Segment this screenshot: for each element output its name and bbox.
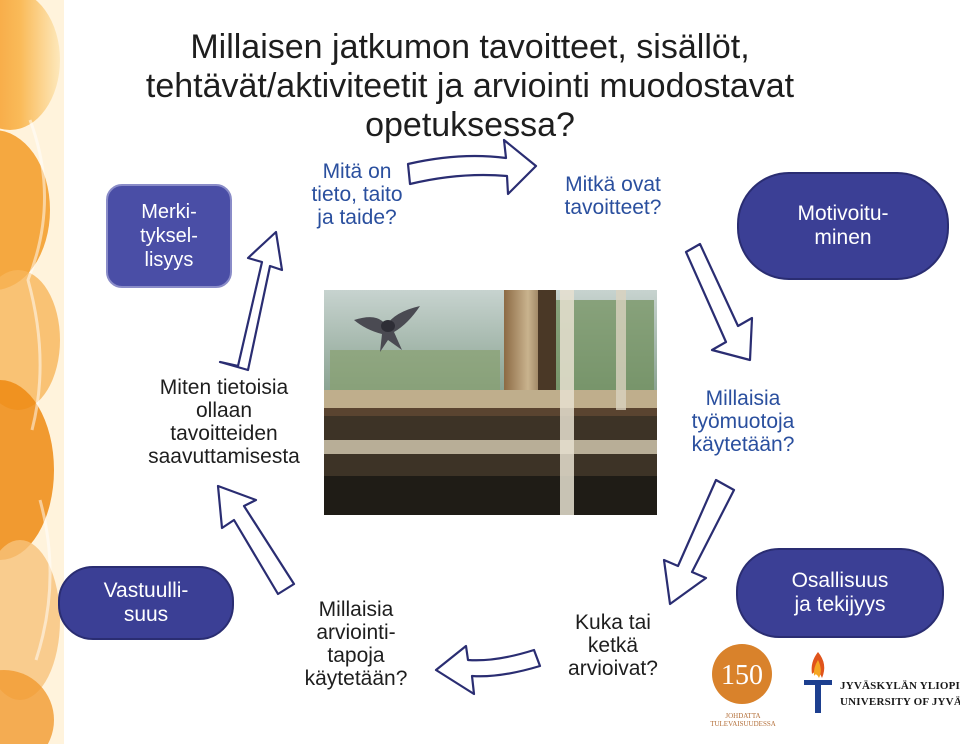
- question-arviointitavat: Millaisia arviointi- tapoja käytetään?: [288, 598, 424, 690]
- anniversary-logo: 150: [702, 642, 782, 738]
- window-bird-photo: [324, 290, 657, 515]
- pill-vastuullisuus: Vastuulli- suus: [58, 566, 234, 640]
- question-arviointitavat-line-2: arviointi-: [316, 621, 396, 644]
- arrow-top-right: [406, 138, 538, 196]
- question-tieto-line-2: tieto, taito: [311, 183, 403, 206]
- anniversary-number: 150: [721, 660, 763, 691]
- page-title: Millaisen jatkumon tavoitteet, sisällöt,…: [145, 28, 795, 144]
- decorative-flower-strip: [0, 0, 64, 744]
- question-tietoisuus-line-3: tavoitteiden: [170, 422, 278, 445]
- question-tietoisuus: Miten tietoisia ollaan tavoitteiden saav…: [126, 376, 322, 468]
- question-tavoitteet-line-2: tavoitteet?: [564, 196, 662, 219]
- arrow-lower-left: [216, 484, 296, 596]
- university-name-en: UNIVERSITY OF JYVÄSKYLÄ: [840, 696, 960, 708]
- arrow-right-down: [684, 242, 754, 362]
- question-tietoisuus-line-1: Miten tietoisia: [159, 376, 289, 399]
- question-tieto-line-3: ja taide?: [317, 206, 397, 229]
- arrow-bottom-left: [434, 644, 542, 696]
- question-arviointitavat-line-3: tapoja: [327, 644, 385, 667]
- university-name-fi: JYVÄSKYLÄN YLIOPISTO: [840, 680, 960, 692]
- question-tyomuodot-line-2: työmuotoja: [691, 410, 795, 433]
- question-tieto: Mitä on tieto, taito ja taide?: [292, 160, 422, 229]
- question-arviointitavat-line-4: käytetään?: [304, 667, 408, 690]
- question-tyomuodot: Millaisia työmuotoja käytetään?: [676, 387, 810, 456]
- pill-osallisuus: Osallisuus ja tekijyys: [736, 548, 944, 638]
- pill-merkityksellisyys: Merki- tyksel- lisyys: [106, 184, 232, 288]
- university-logo: [798, 648, 960, 720]
- question-arviointitavat-line-1: Millaisia: [318, 598, 394, 621]
- question-arvioivat-line-1: Kuka tai: [575, 611, 651, 634]
- question-arvioivat: Kuka tai ketkä arvioivat?: [552, 611, 674, 680]
- question-tavoitteet: Mitkä ovat tavoitteet?: [548, 173, 678, 219]
- torch-icon: [804, 652, 832, 713]
- pill-motivoituminen: Motivoitu- minen: [737, 172, 949, 280]
- arrow-lower-right: [662, 478, 736, 606]
- arrow-left-up: [218, 230, 284, 372]
- question-tieto-line-1: Mitä on: [322, 160, 392, 183]
- question-tavoitteet-line-1: Mitkä ovat: [565, 173, 661, 196]
- question-tietoisuus-line-4: saavuttamisesta: [148, 445, 300, 468]
- question-tietoisuus-line-2: ollaan: [195, 399, 253, 422]
- question-tyomuodot-line-3: käytetään?: [691, 433, 795, 456]
- question-tyomuodot-line-1: Millaisia: [705, 387, 781, 410]
- question-arvioivat-line-2: ketkä: [587, 634, 639, 657]
- question-arvioivat-line-3: arvioivat?: [568, 657, 658, 680]
- anniversary-tagline: JOHDATTA TULEVAISUUDESSA: [710, 712, 776, 728]
